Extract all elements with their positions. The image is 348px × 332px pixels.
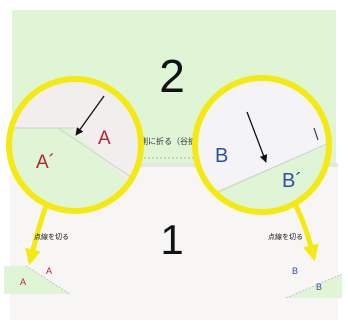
left-magnify-circle-icon [6, 76, 144, 214]
left-zoom-label: A [98, 128, 111, 149]
right-small-label-prime: B [316, 282, 322, 292]
left-small-flap [4, 266, 70, 294]
left-yellow-arrow-icon [25, 205, 49, 266]
left-small-label: A [46, 266, 52, 276]
right-yellow-arrow-icon [293, 204, 319, 262]
fold-instruction-text: 側に折る（谷折 [140, 136, 196, 146]
fold-shadow [10, 163, 338, 167]
right-small-dashed-line [285, 273, 343, 299]
right-zoom-label-prime: B´ [282, 170, 302, 192]
cut-label-left: 点線を切る [34, 232, 69, 241]
cut-label-right: 点線を切る [268, 232, 303, 241]
right-magnify-circle-icon [192, 75, 332, 215]
left-zoom-pointer-arrow [75, 95, 105, 136]
left-small-dashed-line [25, 265, 71, 295]
right-zoom-pointer-arrow [246, 111, 268, 163]
step-number-1: 1 [160, 216, 183, 263]
left-small-label-prime: A [20, 277, 26, 287]
step-number-2: 2 [159, 50, 185, 102]
right-zoom-label: B [215, 145, 228, 167]
right-small-label: B [292, 266, 298, 276]
left-zoom-label-prime: A´ [36, 152, 55, 173]
